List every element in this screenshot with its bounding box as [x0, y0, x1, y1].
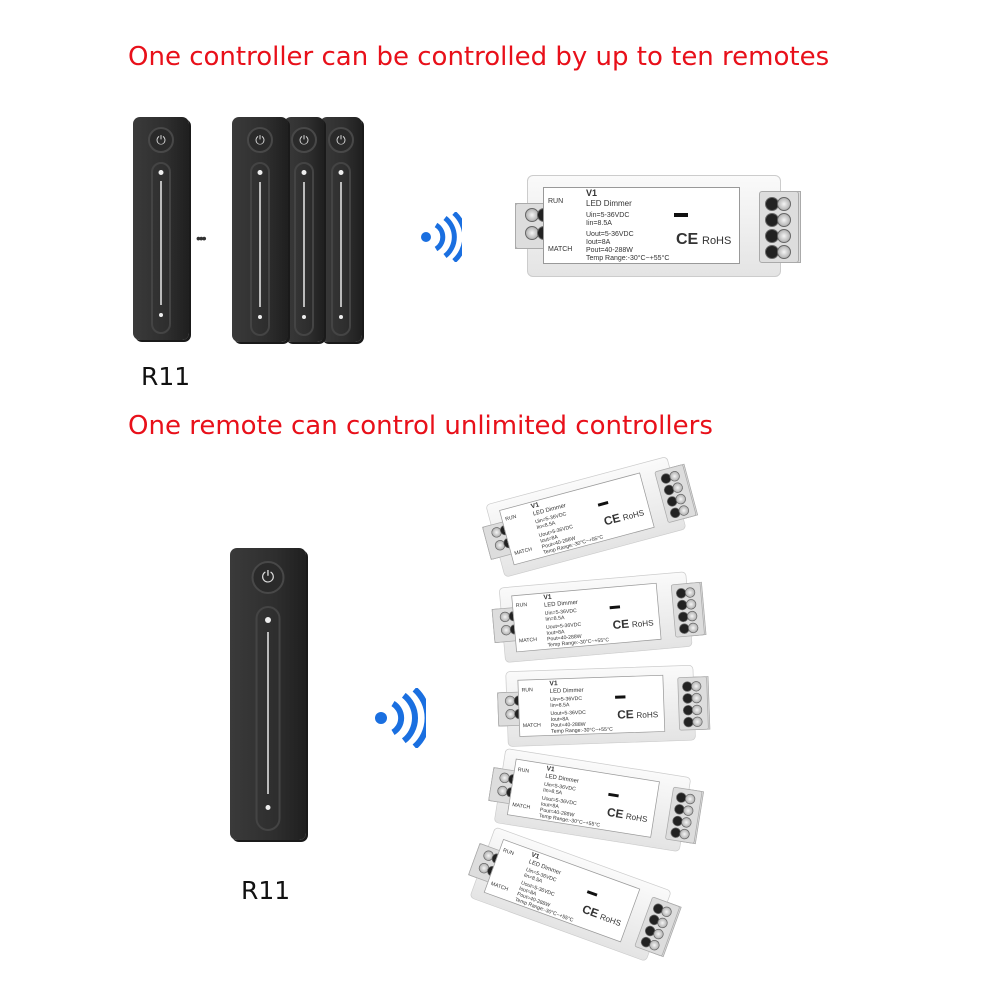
power-button: ⏻	[148, 127, 174, 153]
wireless-signal-icon	[375, 688, 426, 748]
model-name: V1	[586, 188, 598, 198]
remote: ⏻	[284, 117, 324, 342]
run-indicator-label: RUN	[517, 767, 530, 775]
headline-top: One controller can be controlled by up t…	[128, 42, 830, 72]
remote-model-label: R11	[141, 362, 191, 391]
rohs-mark: RoHS	[702, 235, 732, 247]
ce-mark: CE	[580, 903, 601, 921]
run-indicator-label: RUN	[502, 847, 515, 857]
headline-bottom: One remote can control unlimited control…	[128, 411, 713, 441]
rohs-mark: RoHS	[621, 508, 646, 523]
product-type: LED Dimmer	[549, 686, 584, 695]
model-name: V1	[543, 592, 552, 601]
slider-bottom-dot	[265, 805, 271, 810]
spec-temp-range: Temp Range:-30°C~+55°C	[551, 726, 613, 735]
touch-slider	[331, 162, 351, 336]
run-indicator-label: RUN	[521, 687, 533, 694]
ce-mark: CE	[616, 708, 634, 722]
spec-temp-range: Temp Range:-30°C~+55°C	[586, 255, 670, 262]
slider-line	[303, 182, 305, 307]
led-dimmer-controller: RUN MATCH V1 LED Dimmer Uin=5-36VDC Iin=…	[490, 570, 710, 663]
rohs-mark: RoHS	[631, 618, 655, 630]
rohs-mark: RoHS	[598, 912, 623, 929]
spec-iin: Iin=8.5A	[586, 220, 612, 227]
remote-model-label: R11	[241, 876, 291, 905]
run-indicator-label: RUN	[515, 602, 528, 609]
spec-iin: Iin=8.5A	[550, 702, 570, 709]
slider-line	[160, 181, 162, 305]
run-indicator-label: RUN	[504, 514, 517, 523]
product-type: LED Dimmer	[543, 598, 579, 609]
power-button: ⏻	[247, 127, 273, 153]
slider-line	[267, 632, 269, 794]
remote: ⏻	[230, 548, 306, 840]
product-type: LED Dimmer	[586, 199, 632, 208]
remote: ⏻	[320, 117, 362, 342]
ce-mark: CE	[606, 806, 625, 822]
spec-iin: Iin=8.5A	[545, 615, 565, 623]
slider-line	[259, 182, 261, 307]
led-dimmer-controller: RUN MATCH V1 LED Dimmer Uin=5-36VDC Iin=…	[496, 664, 713, 747]
remote: ⏻	[133, 117, 189, 340]
slider-line	[340, 182, 342, 307]
spec-iout: Iout=8A	[550, 716, 569, 723]
ce-mark: CE	[676, 231, 699, 248]
slider-top-dot	[301, 170, 307, 175]
match-button-label: MATCH	[513, 546, 533, 557]
power-button: ⏻	[291, 127, 317, 153]
match-button-label: MATCH	[522, 722, 541, 729]
slider-top-dot	[338, 170, 344, 175]
ellipsis: •••	[196, 230, 207, 246]
touch-slider	[250, 162, 270, 336]
slider-top-dot	[158, 170, 164, 175]
spec-uin: Uin=5-36VDC	[586, 212, 630, 219]
touch-slider	[151, 162, 171, 334]
slider-bottom-dot	[159, 313, 163, 317]
slider-bottom-dot	[258, 315, 262, 319]
remote: ⏻	[232, 117, 288, 342]
match-button-label: MATCH	[490, 881, 509, 893]
match-button-label: MATCH	[511, 802, 531, 811]
spec-uout: Uout=5-36VDC	[586, 231, 634, 238]
wireless-signal-icon	[421, 212, 462, 262]
spec-uin: Uin=5-36VDC	[549, 696, 583, 703]
spec-pout: Pout=40-288W	[586, 247, 633, 254]
power-button: ⏻	[328, 127, 354, 153]
spec-iout: Iout=8A	[586, 239, 611, 246]
led-dimmer-controller: RUN MATCH V1 LED Dimmer Uin=5-36VDC Iin=…	[515, 175, 805, 277]
rohs-mark: RoHS	[636, 710, 659, 721]
rohs-mark: RoHS	[625, 812, 648, 825]
slider-bottom-dot	[339, 315, 343, 319]
match-button-label: MATCH	[548, 246, 573, 253]
led-dimmer-controller: RUN MATCH V1 LED Dimmer Uin=5-36VDC Iin=…	[477, 451, 703, 578]
ce-mark: CE	[612, 617, 630, 632]
slider-top-dot	[257, 170, 263, 175]
match-button-label: MATCH	[518, 637, 538, 644]
slider-bottom-dot	[302, 315, 306, 319]
touch-slider	[255, 606, 281, 831]
spec-uout: Uout=5-36VDC	[550, 710, 586, 717]
run-indicator-label: RUN	[548, 198, 564, 205]
power-button: ⏻	[251, 561, 285, 594]
touch-slider	[294, 162, 314, 336]
ce-mark: CE	[602, 511, 622, 529]
slider-top-dot	[265, 617, 271, 623]
model-name: V1	[549, 679, 558, 687]
